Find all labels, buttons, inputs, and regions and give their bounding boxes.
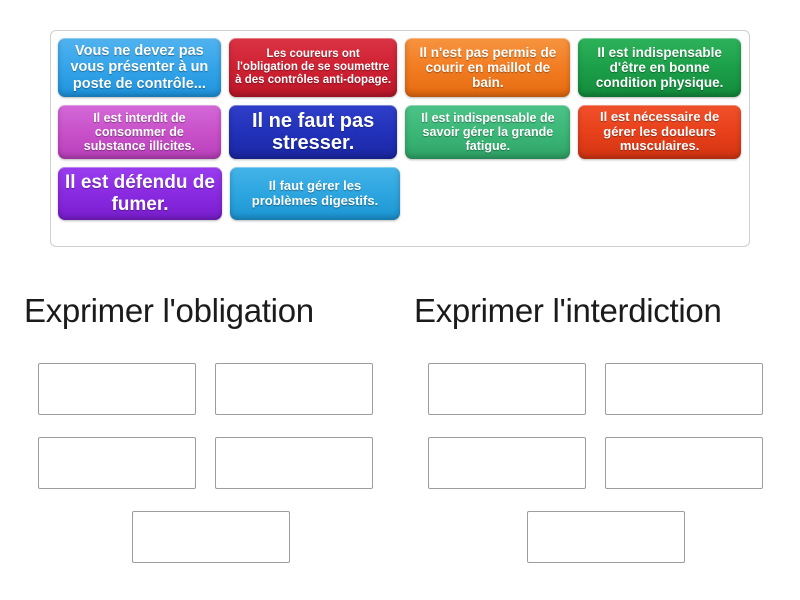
drop-slot[interactable] [527,511,685,563]
category-column-obligation [0,363,400,585]
drop-slot[interactable] [428,437,586,489]
tile-pool-row-2: Il est interdit de consommer de substanc… [58,105,749,167]
tile-label: Il est défendu de fumer. [65,172,215,215]
tile-label: Vous ne devez pas vous présenter à un po… [70,43,209,92]
draggable-tile[interactable]: Il ne faut pas stresser. [228,105,398,159]
category-heading-obligation: Exprimer l'obligation [24,292,314,329]
slot-row [0,437,400,489]
draggable-tile[interactable]: Il faut gérer les problèmes digestifs. [230,167,400,220]
draggable-tile[interactable]: Il est nécessaire de gérer les douleurs … [578,105,741,159]
slot-row [400,437,800,489]
category-heading-interdiction: Exprimer l'interdiction [414,292,722,329]
draggable-tile[interactable]: Il est interdit de consommer de substanc… [58,105,221,159]
category-headings: Exprimer l'obligation Exprimer l'interdi… [0,292,800,330]
tile-pool-row-3: Il est défendu de fumer. Il faut gérer l… [58,167,749,228]
draggable-tile[interactable]: Les coureurs ont l'obligation de se soum… [228,38,398,97]
drop-slot[interactable] [38,363,196,415]
slot-row [400,363,800,415]
tile-label: Il est indispensable d'être en bonne con… [595,44,724,91]
drop-slot[interactable] [215,437,373,489]
tile-label: Il est interdit de consommer de substanc… [83,111,195,153]
drop-slot[interactable] [132,511,290,563]
slot-row [0,511,400,563]
tile-label: Il est nécessaire de gérer les douleurs … [599,109,720,154]
drop-slot[interactable] [605,437,763,489]
tile-label: Il est indispensable de savoir gérer la … [421,111,555,153]
tile-label: Il faut gérer les problèmes digestifs. [251,177,379,208]
draggable-tile[interactable]: Il est indispensable d'être en bonne con… [578,38,741,97]
tile-label: Il ne faut pas stresser. [252,109,375,154]
draggable-tile[interactable]: Il est défendu de fumer. [58,167,222,220]
draggable-tile[interactable]: Il n'est pas permis de courir en maillot… [405,38,571,97]
draggable-tile[interactable]: Vous ne devez pas vous présenter à un po… [58,38,221,97]
drop-slot[interactable] [215,363,373,415]
drop-zones [0,363,800,585]
drop-slot[interactable] [428,363,586,415]
drop-slot[interactable] [38,437,196,489]
category-column-interdiction [400,363,800,585]
tile-label: Il n'est pas permis de courir en maillot… [419,44,557,91]
tile-pool-container: Vous ne devez pas vous présenter à un po… [50,30,750,247]
slot-row [400,511,800,563]
drop-slot[interactable] [605,363,763,415]
slot-row [0,363,400,415]
draggable-tile[interactable]: Il est indispensable de savoir gérer la … [405,105,571,159]
tile-label: Les coureurs ont l'obligation de se soum… [235,48,392,86]
tile-pool-row-1: Vous ne devez pas vous présenter à un po… [58,38,749,105]
